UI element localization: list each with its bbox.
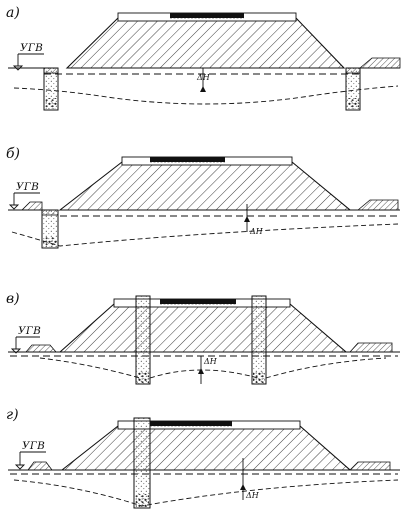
delta-h-arrow-a	[200, 86, 206, 92]
water-table-triangle-d	[14, 464, 26, 470]
delta-h-label-c: ΔH	[203, 357, 218, 366]
drain-pipe-right	[347, 98, 359, 109]
embankment-body	[58, 303, 348, 353]
right-bank	[358, 57, 401, 69]
water-table-label-a: УГВ	[20, 42, 43, 54]
embankment-body	[60, 425, 352, 471]
rail-layer	[150, 157, 225, 162]
rail-layer	[150, 421, 232, 426]
left-bank	[21, 201, 43, 211]
panel-d: г) УГВ ΔH	[6, 407, 400, 509]
drain-pipe-center	[135, 494, 149, 507]
drain-pipe-left	[43, 237, 57, 247]
panel-label-d: г)	[6, 407, 19, 423]
depression-curve	[13, 479, 399, 507]
water-table-triangle-b	[8, 204, 20, 210]
left-bank	[25, 344, 57, 353]
drain-cap-left	[41, 209, 59, 216]
water-table-triangle-c	[10, 348, 22, 354]
rail-layer	[170, 13, 244, 18]
left-bank	[27, 461, 53, 471]
water-table-label-b: УГВ	[16, 181, 39, 193]
drain-pipe-left	[45, 98, 57, 109]
right-bank	[349, 342, 393, 353]
delta-h-arrow-b	[244, 216, 250, 222]
drain-column-center	[133, 417, 151, 509]
delta-h-label-d: ΔH	[245, 491, 260, 500]
drain-pipe-left	[137, 371, 149, 383]
panel-a: а) УГВ ΔH	[6, 5, 401, 111]
delta-h-label-b: ΔH	[249, 227, 264, 236]
drain-column-left	[135, 295, 151, 385]
panel-b: б) УГВ ΔH	[6, 146, 400, 249]
right-bank	[356, 199, 399, 211]
drain-cap-left	[43, 67, 59, 74]
drain-cap-right	[345, 67, 361, 74]
depression-curve	[13, 85, 399, 105]
water-table-label-d: УГВ	[22, 440, 45, 452]
water-table-label-c: УГВ	[18, 325, 41, 337]
drain-column-right	[251, 295, 267, 385]
embankment-body	[65, 17, 346, 69]
delta-h-arrow-d	[240, 484, 246, 490]
panel-label-b: б)	[6, 146, 20, 162]
depression-curve	[11, 223, 399, 247]
delta-h-label-a: ΔH	[196, 73, 211, 82]
panel-label-a: а)	[6, 5, 20, 21]
water-table-triangle-a	[12, 65, 24, 71]
rail-layer	[160, 299, 236, 304]
panel-c: в) УГВ ΔH	[6, 291, 400, 385]
embankment-body	[58, 161, 352, 211]
delta-h-arrow-c	[198, 368, 204, 374]
right-bank	[349, 461, 391, 471]
drain-pipe-right	[253, 371, 265, 383]
panel-label-c: в)	[6, 291, 20, 307]
